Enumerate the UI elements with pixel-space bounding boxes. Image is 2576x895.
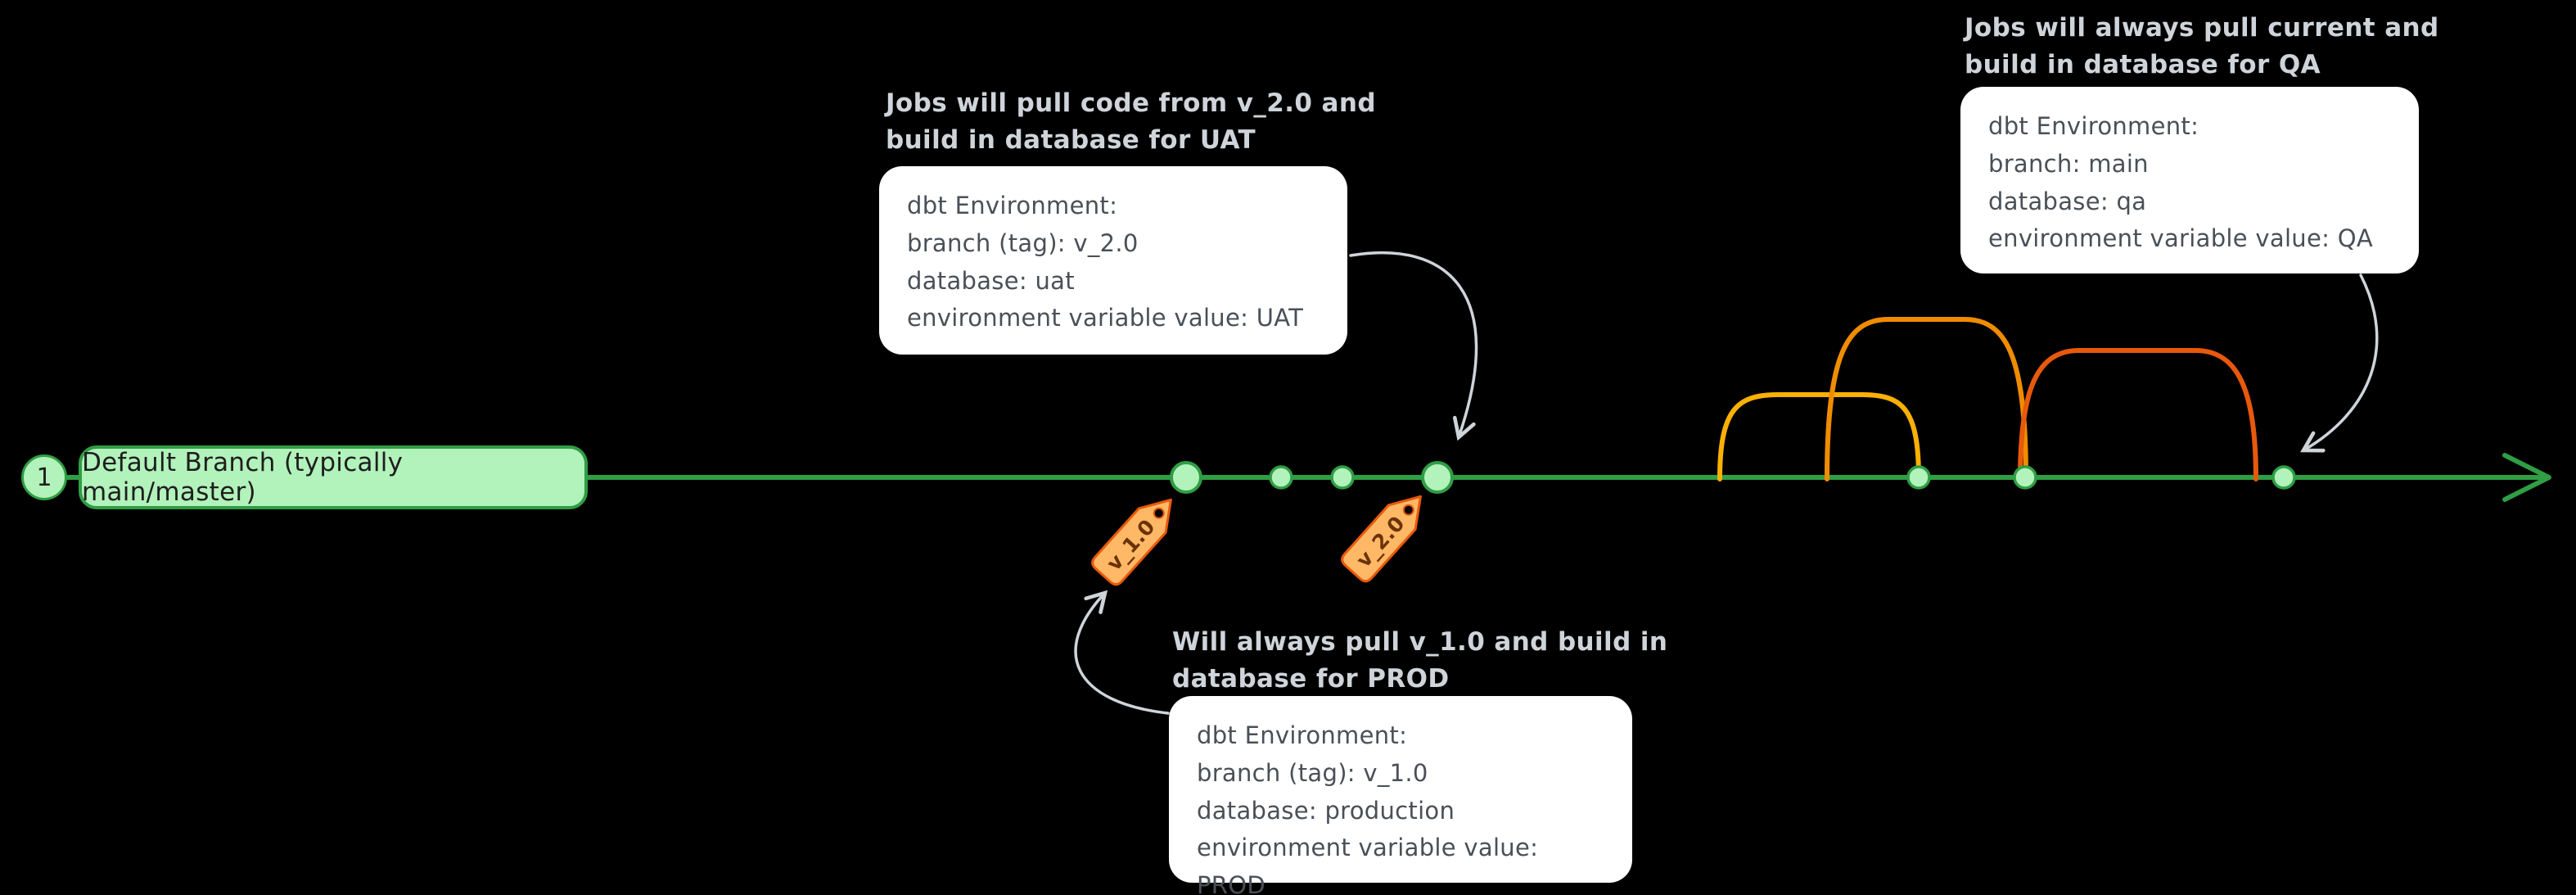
prod-connector-arrow: [1074, 590, 1170, 715]
main-branch-arrowhead-icon: [2502, 453, 2551, 502]
commit-dot: [1330, 465, 1355, 490]
qa-callout-box: dbt Environment: branch: main database: …: [1960, 87, 2419, 273]
qa-env-title: dbt Environment:: [1988, 112, 2199, 140]
commit-dot-current: [2271, 465, 2296, 490]
qa-callout-header: Jobs will always pull current and build …: [1965, 10, 2439, 84]
tag-shape-icon: [1341, 495, 1422, 583]
prod-env-variable: environment variable value: PROD: [1197, 834, 1539, 895]
commit-dot-merge-2: [2013, 465, 2037, 490]
qa-env-database: database: qa: [1988, 187, 2147, 215]
prod-callout-box: dbt Environment: branch (tag): v_1.0 dat…: [1169, 696, 1632, 895]
uat-env-title: dbt Environment:: [907, 192, 1118, 219]
commit-dot-merge-1: [1906, 465, 1931, 490]
tag-shape-icon: [1091, 498, 1172, 586]
tag-hole-icon: [1402, 504, 1414, 516]
prod-header-line2: database for PROD: [1172, 663, 1450, 694]
uat-header-line1: Jobs will pull code from v_2.0 and: [886, 88, 1376, 118]
version-tag-v2: v_2.0: [1341, 495, 1422, 583]
uat-env-variable: environment variable value: UAT: [907, 304, 1304, 332]
uat-header-line2: build in database for UAT: [886, 124, 1256, 155]
commit-dot: [1269, 465, 1293, 490]
prod-header-line1: Will always pull v_1.0 and build in: [1172, 627, 1668, 657]
default-branch-pill: Default Branch (typically main/master): [79, 445, 588, 509]
commit-dot-v1: [1170, 461, 1202, 494]
step-badge-number: 1: [36, 463, 52, 492]
uat-env-branch: branch (tag): v_2.0: [907, 228, 1139, 257]
version-tag-v1: v_1.0: [1091, 498, 1172, 586]
uat-callout-box: dbt Environment: branch (tag): v_2.0 dat…: [879, 166, 1347, 355]
qa-env-branch: branch: main: [1988, 149, 2149, 178]
qa-header-line2: build in database for QA: [1965, 49, 2321, 79]
qa-connector-arrow: [2300, 273, 2379, 453]
uat-connector-arrow: [1349, 251, 1478, 441]
prod-callout-header: Will always pull v_1.0 and build in data…: [1172, 624, 1667, 698]
feature-branch-arc-2: [1825, 317, 2028, 481]
qa-header-line1: Jobs will always pull current and: [1965, 13, 2439, 43]
prod-env-branch: branch (tag): v_1.0: [1197, 758, 1428, 787]
feature-branch-arc-3: [2018, 348, 2258, 481]
feature-branch-arc-1: [1717, 392, 1921, 481]
step-badge: 1: [21, 454, 67, 500]
commit-dot-v2: [1421, 461, 1454, 494]
prod-env-title: dbt Environment:: [1197, 721, 1408, 749]
prod-env-database: database: production: [1197, 796, 1455, 825]
uat-callout-header: Jobs will pull code from v_2.0 and build…: [886, 85, 1376, 159]
default-branch-label: Default Branch (typically main/master): [82, 448, 404, 507]
tag-hole-icon: [1153, 507, 1165, 519]
uat-env-database: database: uat: [907, 266, 1075, 295]
qa-env-variable: environment variable value: QA: [1988, 224, 2373, 253]
